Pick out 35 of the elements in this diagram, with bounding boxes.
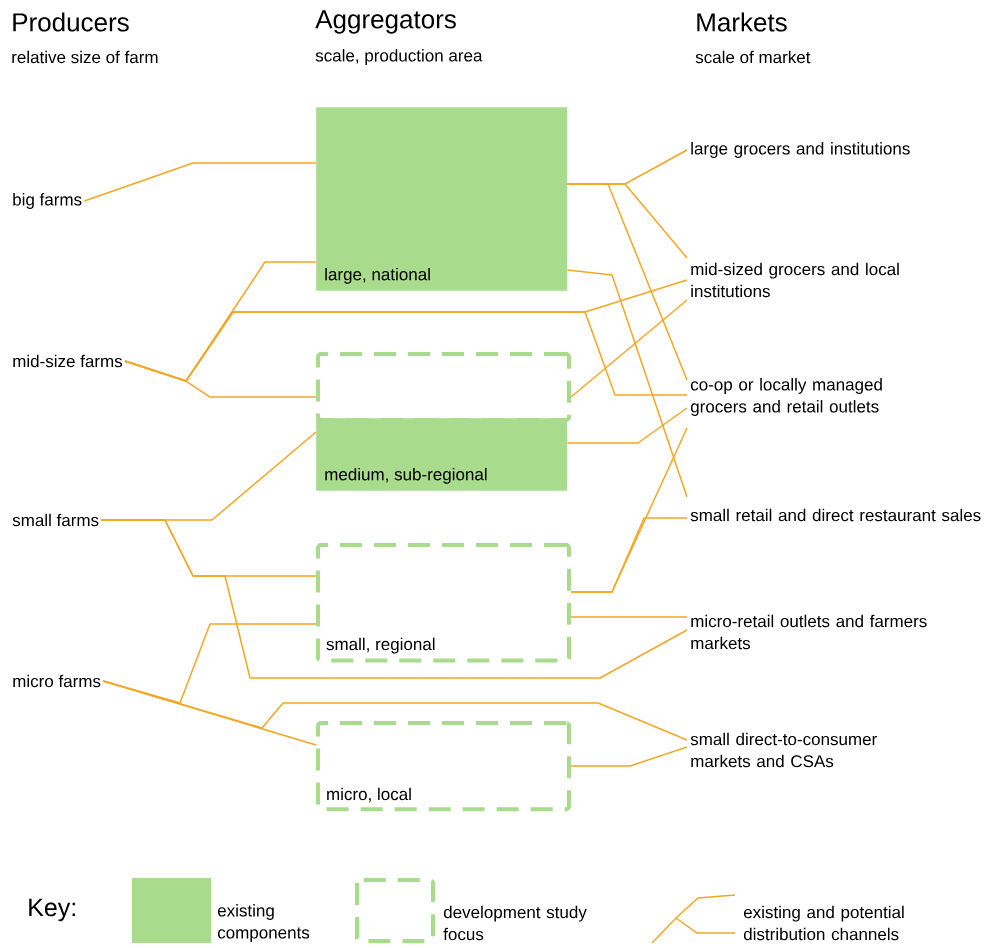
study-focus-box: small, regional bbox=[316, 543, 571, 663]
channel-line bbox=[570, 746, 688, 767]
channel-line bbox=[566, 269, 688, 498]
market-label: small direct-to-consumer markets and CSAs bbox=[690, 732, 877, 768]
key-heading: Key: bbox=[29, 898, 75, 922]
channel-line bbox=[566, 183, 688, 381]
legend-text: existing and potential distribution channels bbox=[743, 905, 904, 941]
study-focus-box: micro, local bbox=[316, 721, 571, 812]
market-label: micro-retail outlets and farmers markets bbox=[691, 614, 927, 650]
market-label: co-op or locally managed grocers and retail outlets bbox=[690, 378, 882, 416]
legend-text: development study focus bbox=[443, 905, 587, 941]
producer-label: mid-size farms bbox=[13, 354, 123, 368]
aggregator-box: medium, sub-regional bbox=[316, 418, 568, 491]
column-subheading: relative size of farm bbox=[12, 50, 158, 64]
channel-line bbox=[570, 616, 688, 618]
column-heading: Producers bbox=[13, 12, 129, 32]
column-subheading: scale, production area bbox=[315, 49, 483, 65]
producer-label: big farms bbox=[13, 193, 82, 209]
channel-line bbox=[566, 407, 688, 444]
channel-line bbox=[570, 299, 688, 398]
legend-text: existing components bbox=[217, 904, 310, 942]
aggregator-box: large, national bbox=[316, 107, 568, 291]
channel-line bbox=[83, 162, 317, 202]
channel-line bbox=[102, 680, 688, 741]
channel-line bbox=[124, 311, 688, 396]
producer-label: micro farms bbox=[13, 674, 101, 688]
column-heading: Aggregators bbox=[315, 10, 456, 34]
column-heading: Markets bbox=[697, 12, 787, 32]
channel-line bbox=[100, 519, 688, 679]
producer-label: small farms bbox=[12, 513, 99, 527]
market-label: small retail and direct restaurant sales bbox=[690, 508, 981, 522]
market-label: large grocers and institutions bbox=[691, 142, 910, 158]
channel-line bbox=[570, 517, 688, 593]
column-subheading: scale of market bbox=[695, 50, 811, 64]
market-label: mid-sized grocers and local institutions bbox=[691, 262, 899, 298]
